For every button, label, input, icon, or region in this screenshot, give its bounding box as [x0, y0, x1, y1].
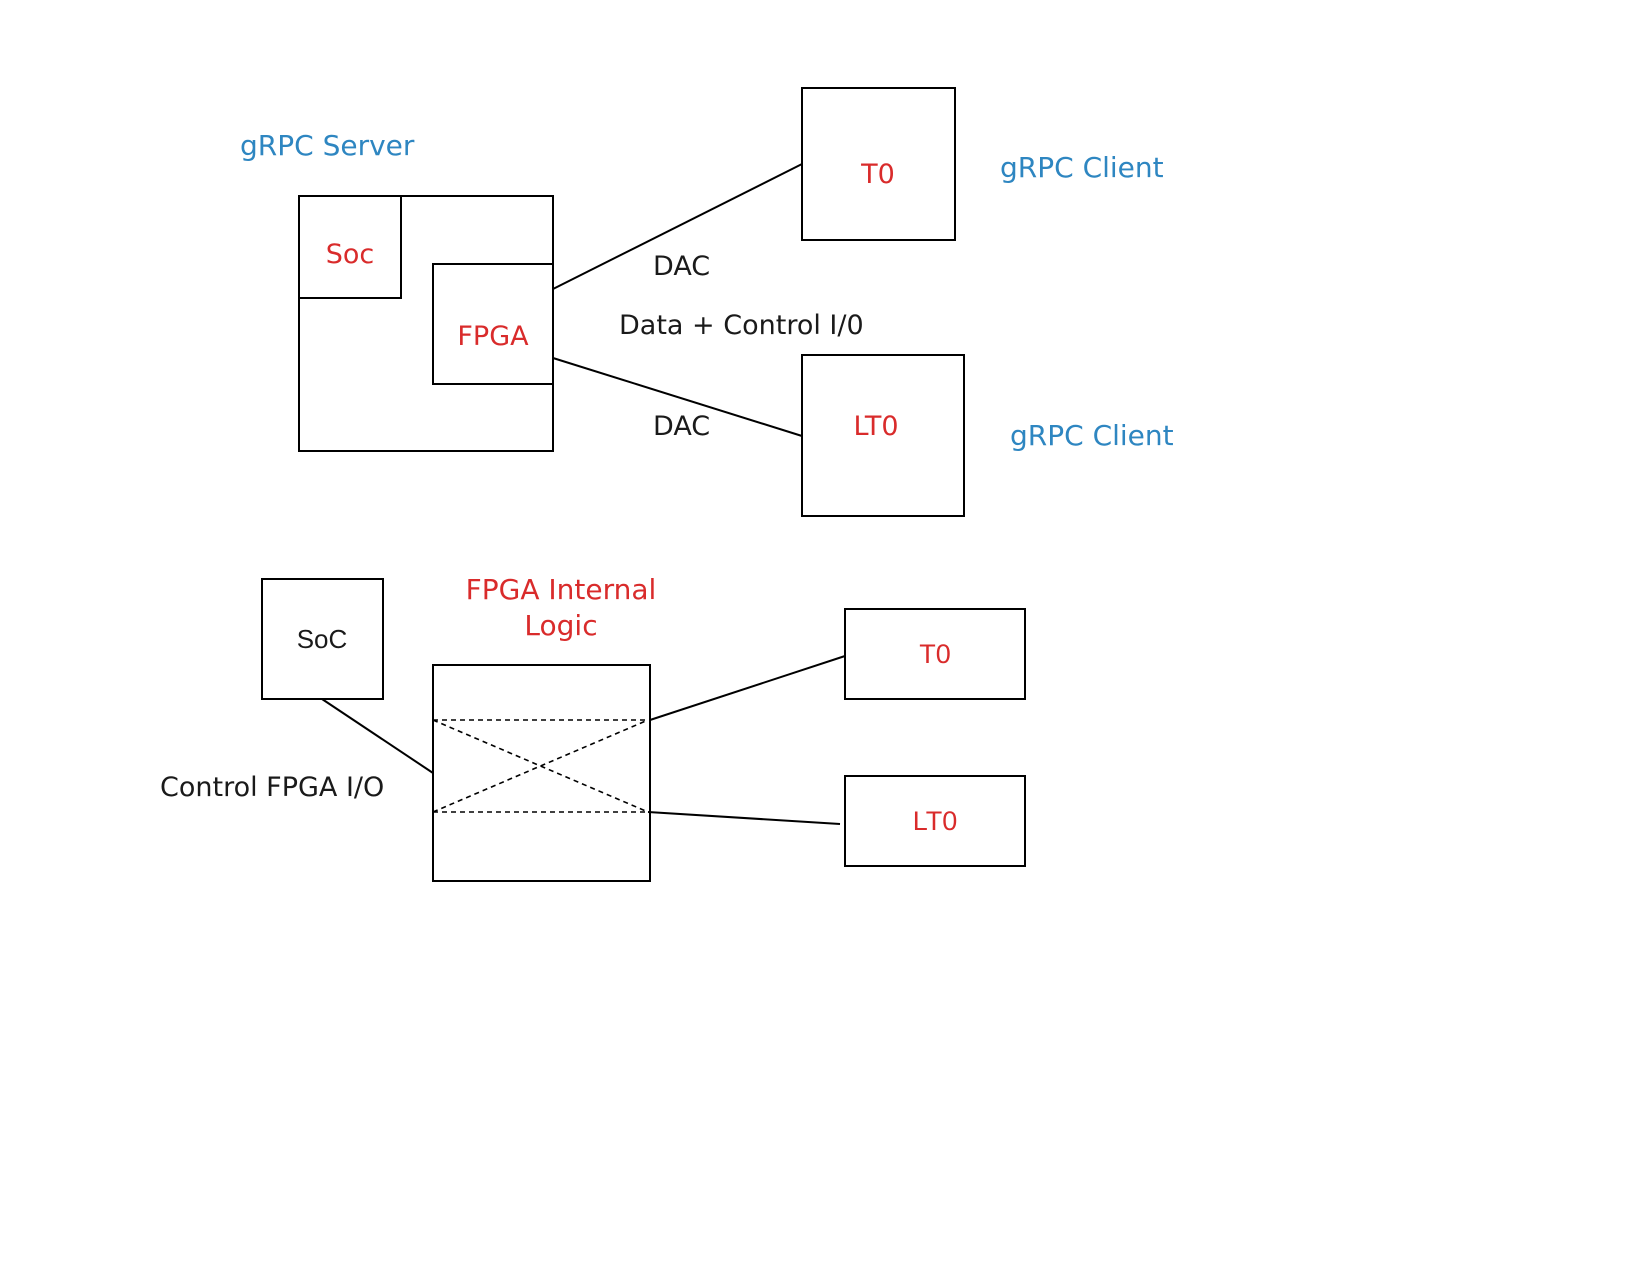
bottom-t0-box: [844, 608, 1026, 700]
dac-link-lower: [552, 357, 803, 437]
grpc-client-label-top: gRPC Client: [1000, 151, 1164, 184]
server-fpga-label: FPGA: [457, 321, 529, 352]
server-soc-box: [298, 195, 402, 299]
crossbar-diagonal-down: [432, 719, 649, 813]
bottom-lt0-box: [844, 775, 1026, 867]
crossbar-dashed-lines: [432, 719, 649, 813]
client-lt0-label: LT0: [854, 411, 899, 442]
server-soc-label: Soc: [326, 239, 375, 270]
grpc-server-label: gRPC Server: [240, 129, 415, 162]
dac-label-lower: DAC: [653, 411, 710, 442]
grpc-client-label-bottom: gRPC Client: [1010, 419, 1174, 452]
bottom-lt0-label: LT0: [913, 806, 958, 836]
link-label: Data + Control I/0: [619, 310, 864, 341]
bottom-t0-label: T0: [919, 639, 951, 669]
server-fpga-box: [432, 263, 554, 385]
client-t0-label: T0: [860, 159, 895, 190]
fpga-internal-box: [432, 664, 651, 882]
control-fpga-io-label: Control FPGA I/O: [160, 772, 384, 803]
crossbar-diagonal-up: [432, 719, 649, 813]
bottom-soc-label: SoC: [297, 624, 348, 654]
fpga-internal-label-line1: FPGA Internal: [466, 573, 657, 606]
fpga-to-lt0-link: [647, 811, 841, 825]
dac-link-upper: [552, 163, 803, 290]
control-link: [321, 698, 434, 774]
fpga-internal-label-line2: Logic: [524, 609, 597, 642]
dac-label-upper: DAC: [653, 251, 710, 282]
fpga-to-t0-link: [649, 655, 846, 721]
